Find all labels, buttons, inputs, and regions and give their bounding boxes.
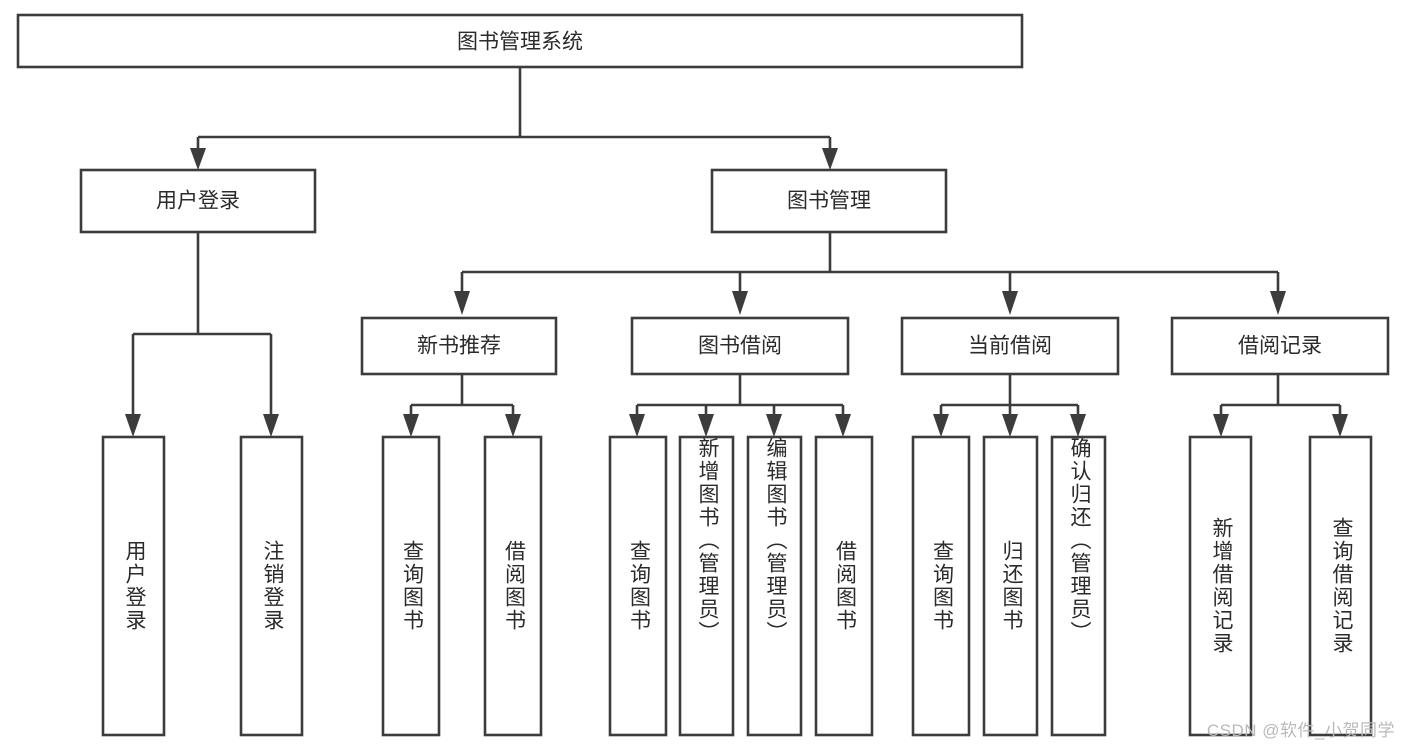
node-book-borrow-box: [630, 316, 850, 376]
leaf-box-book-borrow-3[interactable]: [814, 435, 874, 737]
arrow-head-icon: [835, 414, 851, 437]
node-borrow-records[interactable]: 借阅记录: [1170, 316, 1390, 376]
node-user-login-box: [79, 168, 317, 234]
arrow-head-icon: [125, 414, 141, 437]
arrow-head-icon: [1002, 291, 1018, 315]
arrow-head-icon: [1270, 291, 1286, 315]
node-borrow-records-box: [1170, 316, 1390, 376]
connector-user-login-to-leaves: [125, 232, 279, 437]
node-root-box: [16, 13, 1024, 69]
arrow-head-icon: [1213, 414, 1229, 437]
node-current-borrow[interactable]: 当前借阅: [900, 316, 1120, 376]
node-current-borrow-label: 当前借阅: [968, 335, 1052, 358]
node-root-book-management-system[interactable]: 图书管理系统: [16, 13, 1024, 69]
leaf-box-current-borrow-0[interactable]: [911, 435, 971, 737]
node-user-login-label: 用户登录: [156, 190, 240, 213]
node-new-book-recommend-label: 新书推荐: [417, 335, 501, 358]
node-new-book-recommend-box: [360, 316, 558, 376]
leaf-box-book-borrow-2[interactable]: [746, 435, 803, 737]
leaf-box-user-login-0[interactable]: [101, 435, 166, 737]
leaf-box-borrow-records-1[interactable]: [1308, 435, 1373, 737]
leaf-box-book-borrow-0[interactable]: [608, 435, 668, 737]
arrow-head-icon: [933, 414, 949, 437]
watermark-text: CSDN @软件_小贺同学: [1206, 721, 1395, 740]
node-root-label: 图书管理系统: [457, 31, 583, 54]
connector-root-to-level1: [190, 67, 838, 170]
arrow-head-icon: [698, 414, 714, 437]
node-book-management-box: [710, 168, 948, 234]
connector-current-borrow-to-leaves: [933, 375, 1086, 437]
arrow-head-icon: [263, 414, 279, 437]
node-book-management-label: 图书管理: [787, 190, 871, 213]
node-book-management[interactable]: 图书管理: [710, 168, 948, 234]
leaf-box-book-borrow-1[interactable]: [678, 435, 735, 737]
arrow-head-icon: [1002, 414, 1018, 437]
arrow-head-icon: [766, 414, 782, 437]
leaf-box-new-book-1[interactable]: [483, 435, 543, 737]
node-current-borrow-box: [900, 316, 1120, 376]
connector-book-mgmt-to-level2: [454, 232, 1286, 315]
node-borrow-records-label: 借阅记录: [1238, 335, 1322, 358]
leaf-box-new-book-0[interactable]: [381, 435, 441, 737]
arrow-head-icon: [403, 414, 419, 437]
arrow-head-icon: [629, 414, 645, 437]
node-book-borrow[interactable]: 图书借阅: [630, 316, 850, 376]
arrow-head-icon: [190, 148, 206, 170]
node-user-login[interactable]: 用户登录: [79, 168, 317, 234]
node-new-book-recommend[interactable]: 新书推荐: [360, 316, 558, 376]
leaf-box-current-borrow-2[interactable]: [1050, 435, 1107, 737]
arrow-head-icon: [1070, 414, 1086, 437]
leaf-box-current-borrow-1[interactable]: [982, 435, 1039, 737]
connector-new-book-to-leaves: [403, 375, 521, 437]
arrow-head-icon: [1332, 414, 1348, 437]
arrow-head-icon: [454, 291, 470, 315]
arrow-head-icon: [505, 414, 521, 437]
leaf-box-user-login-1[interactable]: [239, 435, 304, 737]
arrow-head-icon: [822, 148, 838, 170]
node-book-borrow-label: 图书借阅: [698, 335, 782, 358]
leaf-box-borrow-records-0[interactable]: [1188, 435, 1253, 737]
arrow-head-icon: [732, 291, 748, 315]
connector-borrow-records-to-leaves: [1213, 375, 1348, 437]
connector-book-borrow-to-leaves: [629, 375, 851, 437]
